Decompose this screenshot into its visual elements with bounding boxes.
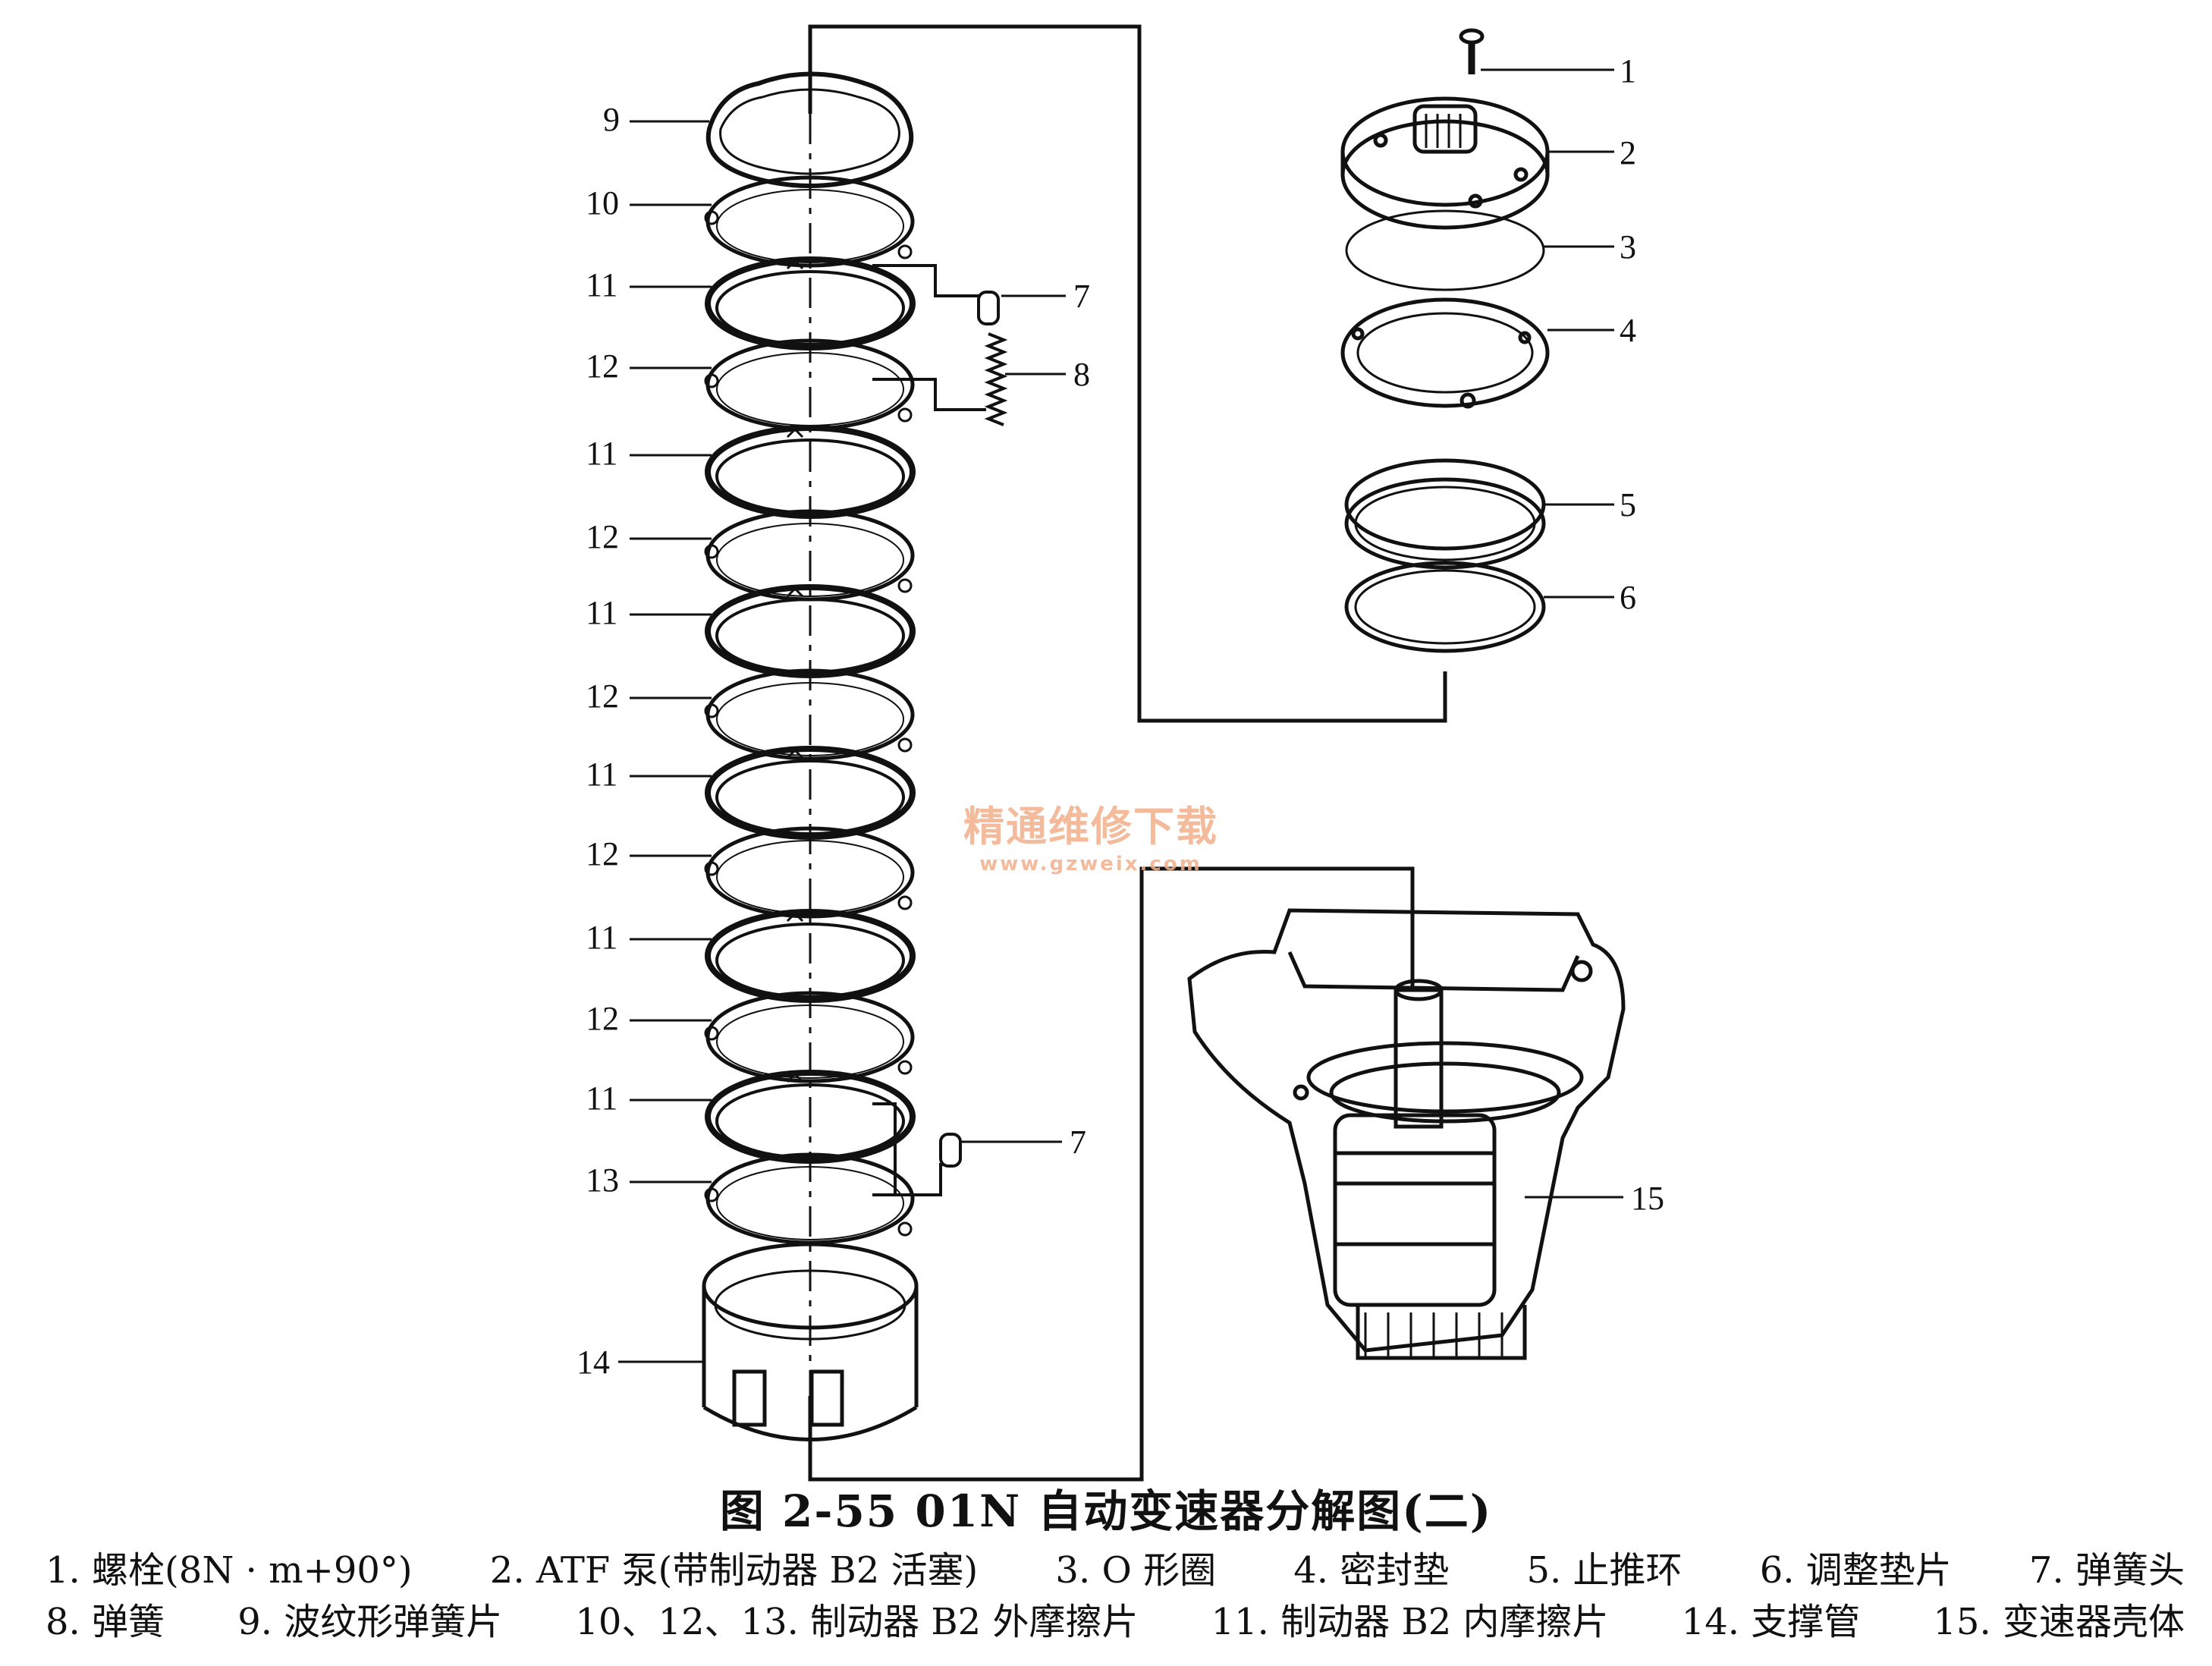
callout-11-c: 11 [586, 594, 617, 631]
watermark: 精通维修下载 www.gzweix.com [963, 793, 1218, 875]
o-ring [1345, 209, 1545, 291]
wave-spring [705, 71, 914, 188]
watermark-text: 精通维修下载 [963, 803, 1218, 850]
callout-1: 1 [1620, 52, 1636, 90]
legend-item: 9. 波纹形弹簧片 [237, 1601, 503, 1643]
inner-friction-plate [705, 1070, 916, 1164]
pump-stack [1340, 28, 1550, 653]
legend-item: 1. 螺栓(8N · m+90°) [46, 1549, 413, 1592]
legend-item: 8. 弹簧 [46, 1601, 165, 1643]
callout-11-f: 11 [586, 1080, 617, 1117]
callout-7-bottom: 7 [1070, 1124, 1086, 1161]
callout-8: 8 [1073, 356, 1090, 393]
callout-11-e: 11 [586, 919, 617, 956]
spring [984, 332, 1008, 426]
shim [1344, 561, 1546, 653]
legend-item: 4. 密封垫 [1293, 1549, 1450, 1592]
callout-12-d: 12 [586, 835, 619, 872]
brake-plate-stack [704, 71, 916, 1245]
legend-item: 11. 制动器 B2 内摩擦片 [1211, 1601, 1609, 1643]
legend-line-1: 1. 螺栓(8N · m+90°) 2. ATF 泵(带制动器 B2 活塞) 3… [46, 1540, 2185, 1593]
legend-line-2: 8. 弹簧 9. 波纹形弹簧片 10、12、13. 制动器 B2 外摩擦片 11… [46, 1592, 2185, 1645]
connector-line-bottom [808, 866, 1415, 1482]
callout-13: 13 [586, 1161, 619, 1199]
spring-cap-leader-bottom [872, 1102, 897, 1195]
support-tube [702, 1242, 919, 1441]
connector-line-top [808, 24, 1447, 723]
watermark-url: www.gzweix.com [979, 853, 1202, 875]
atf-pump [1340, 96, 1550, 230]
legend-item: 10、12、13. 制动器 B2 外摩擦片 [575, 1601, 1139, 1643]
spring-leader [872, 378, 986, 411]
callout-3: 3 [1620, 228, 1636, 266]
legend-item: 6. 调整垫片 [1759, 1549, 1952, 1592]
callout-15: 15 [1631, 1180, 1664, 1217]
legend-item: 7. 弹簧头 [2028, 1549, 2185, 1592]
thrust-ring [1344, 458, 1546, 570]
figure-caption-title: 图 2-55 01N 自动变速器分解图(二) [719, 1485, 1493, 1537]
callout-6: 6 [1620, 579, 1636, 616]
inner-friction-plate [705, 256, 916, 350]
callout-4: 4 [1620, 312, 1636, 349]
legend-item: 2. ATF 泵(带制动器 B2 活塞) [489, 1549, 979, 1592]
callout-12-e: 12 [586, 1000, 619, 1037]
callout-7-top: 7 [1073, 278, 1090, 315]
callout-11-b: 11 [586, 435, 617, 472]
spring-cap-leader-top [872, 264, 986, 297]
spring-cap-bottom [939, 1133, 962, 1168]
legend-item: 3. O 形圈 [1055, 1549, 1217, 1592]
callout-2: 2 [1620, 134, 1636, 171]
callout-11-d: 11 [586, 756, 617, 793]
legend-item: 15. 变速器壳体 [1933, 1601, 2185, 1643]
legend-item: 14. 支撑管 [1681, 1601, 1861, 1643]
callout-5: 5 [1620, 486, 1636, 523]
inner-friction-plate [705, 746, 916, 840]
callout-11-a: 11 [586, 266, 617, 303]
callout-12-c: 12 [586, 677, 619, 715]
callout-12-a: 12 [586, 347, 619, 385]
spring-cap-top [977, 291, 1000, 325]
outer-friction-plate [704, 668, 915, 761]
callout-10: 10 [586, 184, 619, 222]
gasket [1340, 297, 1550, 409]
outer-friction-plate [704, 991, 915, 1083]
callout-9: 9 [603, 101, 620, 138]
callout-14: 14 [577, 1344, 610, 1381]
callout-12-b: 12 [586, 518, 619, 555]
legend-item: 5. 止推环 [1526, 1549, 1683, 1592]
transmission-housing [1187, 908, 1626, 1360]
inner-friction-plate [705, 909, 916, 1003]
bolt [1459, 28, 1485, 74]
